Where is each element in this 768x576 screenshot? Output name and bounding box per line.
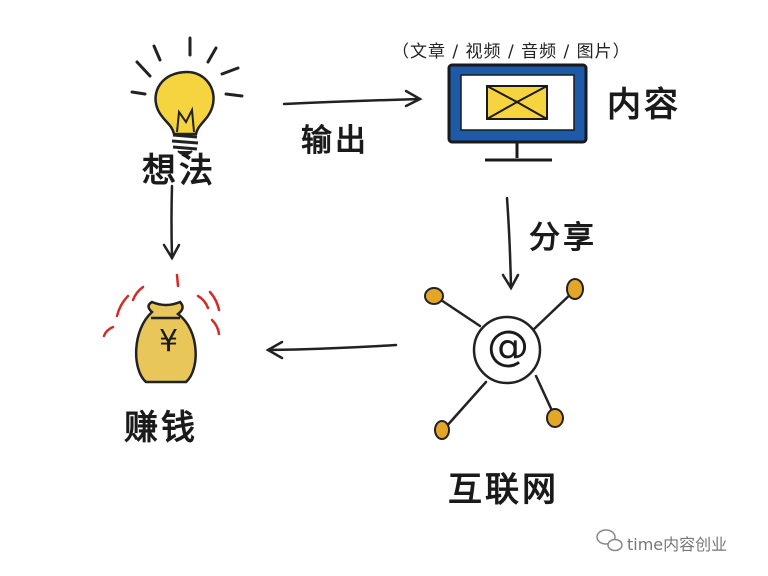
monitor-icon — [447, 63, 588, 162]
money-bag-icon — [102, 273, 221, 384]
arrow-internet-money — [265, 340, 398, 360]
edge-label-share: 分享 — [529, 220, 597, 256]
at-symbol: @ — [487, 321, 529, 370]
edge-label-output: 输出 — [301, 123, 369, 159]
arrow-idea-money — [162, 184, 181, 261]
arrow-output — [282, 89, 423, 108]
node-label-content: 内容 — [607, 85, 681, 125]
node-label-money: 赚钱 — [124, 408, 198, 448]
wechat-icon — [596, 529, 623, 552]
money-symbol: ¥ — [159, 324, 182, 359]
at-network-icon — [424, 278, 584, 440]
content-types-note: （文章 / 视频 / 音频 / 图片） — [392, 42, 631, 62]
watermark-text: time内容创业 — [627, 535, 728, 554]
node-label-internet: 互联网 — [448, 470, 559, 510]
lightbulb-icon — [130, 36, 244, 156]
node-label-idea: 想法 — [142, 151, 216, 191]
arrow-share — [501, 196, 520, 291]
